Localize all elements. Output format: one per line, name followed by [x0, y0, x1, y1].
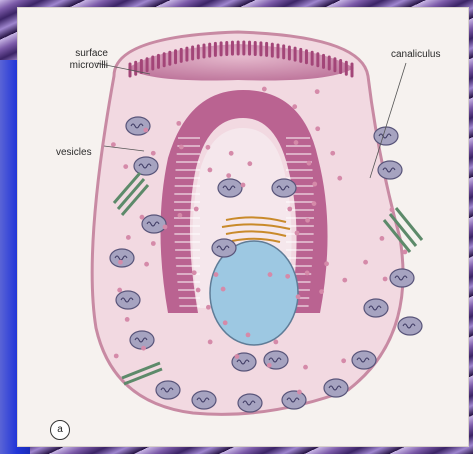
- surface-microvilli-label: surface microvilli: [56, 48, 108, 72]
- vesicle: [208, 168, 213, 173]
- vesicle: [221, 287, 226, 292]
- vesicle: [273, 340, 278, 345]
- mitochondrion: [324, 379, 348, 397]
- vesicle: [341, 358, 346, 363]
- vesicle: [229, 151, 234, 156]
- mitochondrion: [110, 249, 134, 267]
- vesicle: [294, 140, 299, 145]
- vesicle: [319, 289, 324, 294]
- vesicle: [151, 241, 156, 246]
- vesicle: [206, 145, 211, 150]
- mitochondrion: [156, 381, 180, 399]
- vesicle: [305, 218, 310, 223]
- figure-panel: surface microvilli canaliculus vesicles …: [18, 8, 468, 446]
- vesicle: [267, 363, 272, 368]
- vesicle: [141, 346, 146, 351]
- vesicle: [380, 236, 385, 241]
- mitochondrion: [282, 391, 306, 409]
- mitochondrion: [272, 179, 296, 197]
- vesicle: [144, 262, 149, 267]
- mitochondrion: [192, 391, 216, 409]
- vesicle: [246, 333, 251, 338]
- vesicle: [262, 87, 267, 92]
- vesicle: [196, 288, 201, 293]
- surface-label-line: surface microvilli: [70, 48, 108, 71]
- vesicle: [178, 213, 183, 218]
- vesicle: [312, 182, 317, 187]
- panel-letter-badge: a: [50, 420, 70, 440]
- vesicle: [118, 260, 123, 265]
- mitochondrion: [134, 157, 158, 175]
- vesicle: [390, 207, 395, 212]
- vesicle: [287, 207, 292, 212]
- vesicle: [223, 320, 228, 325]
- vesicle: [342, 278, 347, 283]
- canaliculus-label: canaliculus: [391, 49, 440, 61]
- vesicle: [383, 277, 388, 282]
- vesicle: [111, 142, 116, 147]
- vesicle: [337, 176, 342, 181]
- vesicle: [206, 305, 211, 310]
- mitochondrion: [390, 269, 414, 287]
- mitochondrion: [364, 299, 388, 317]
- vesicle: [297, 390, 302, 395]
- vesicle: [312, 201, 317, 206]
- vesicle: [179, 145, 184, 150]
- mitochondrion: [352, 351, 376, 369]
- vesicle: [268, 272, 273, 277]
- vesicle: [305, 271, 310, 276]
- mitochondrion: [238, 394, 262, 412]
- vesicle: [330, 151, 335, 156]
- vesicle: [123, 164, 128, 169]
- mitochondrion: [218, 179, 242, 197]
- vesicle: [324, 261, 329, 266]
- vesicle: [176, 121, 181, 126]
- vesicle: [117, 288, 122, 293]
- vesicle: [192, 270, 197, 275]
- vesicle: [307, 161, 312, 166]
- vesicle: [241, 183, 246, 188]
- mitochondrion: [142, 215, 166, 233]
- vesicle: [247, 161, 252, 166]
- vesicle: [296, 294, 301, 299]
- vesicle: [143, 128, 148, 133]
- vesicle: [163, 225, 168, 230]
- mitochondrion: [398, 317, 422, 335]
- mitochondrion: [130, 331, 154, 349]
- vesicle: [194, 207, 199, 212]
- vesicle: [235, 354, 240, 359]
- vesicle: [303, 365, 308, 370]
- vesicle: [403, 250, 408, 255]
- vesicle: [125, 317, 130, 322]
- vesicle: [208, 340, 213, 345]
- vesicle: [292, 104, 297, 109]
- cell-diagram: [18, 8, 468, 446]
- mitochondrion: [374, 127, 398, 145]
- vesicle: [151, 151, 156, 156]
- vesicles-label: vesicles: [56, 147, 92, 159]
- vesicle: [126, 235, 131, 240]
- vesicle: [315, 126, 320, 131]
- mitochondrion: [116, 291, 140, 309]
- vesicle: [226, 173, 231, 178]
- vesicle: [140, 215, 145, 220]
- vesicle: [285, 274, 290, 279]
- vesicle: [315, 89, 320, 94]
- mitochondrion: [378, 161, 402, 179]
- vesicle: [214, 272, 219, 277]
- vesicle: [295, 231, 300, 236]
- mitochondrion: [212, 239, 236, 257]
- vesicle: [363, 260, 368, 265]
- vesicle: [114, 354, 119, 359]
